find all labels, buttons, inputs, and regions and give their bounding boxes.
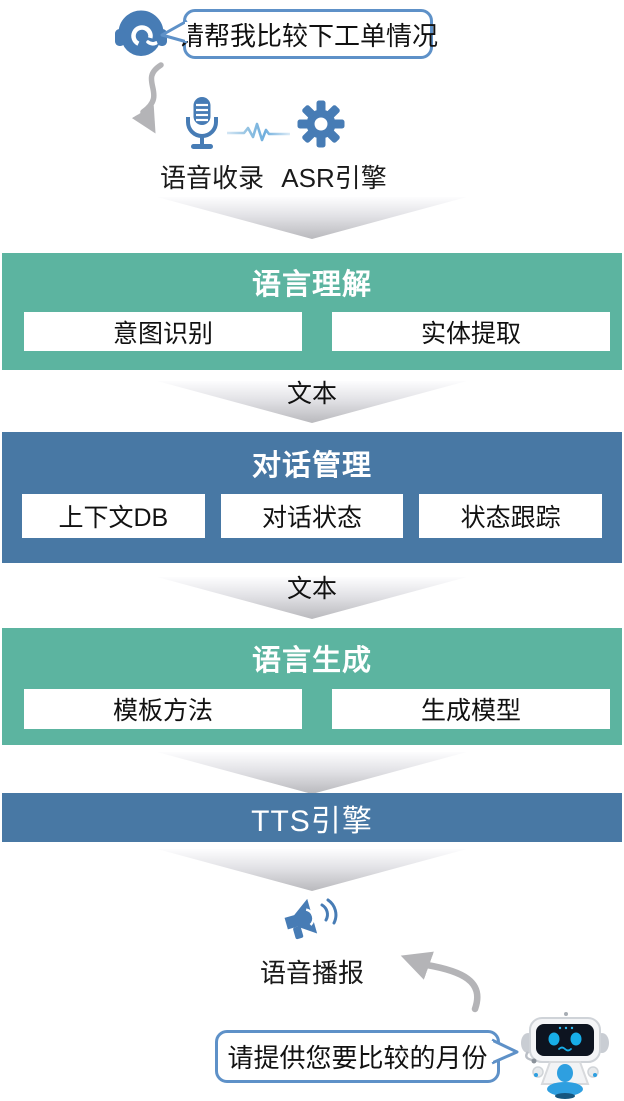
chevron-connector [157,381,467,423]
megaphone-icon [284,898,338,940]
operator-headset-icon [115,10,167,56]
item-state-tracking: 状态跟踪 [419,494,603,538]
bot-speech-bubble: 请提供您要比较的月份 [215,1030,500,1083]
robot-assistant-icon [521,1012,609,1099]
user-bubble-tail [160,19,188,44]
stage-title: 语言生成 [251,645,372,677]
stage-tts-engine: TTS引擎 [2,793,622,842]
connector-text-label: 文本 [286,380,337,408]
curved-down-arrow [131,62,164,134]
bot-speech-text: 请提供您要比较的月份 [227,1043,488,1073]
chevron-connector [157,752,467,794]
item-template-method: 模板方法 [24,689,302,729]
item-entity-extraction: 实体提取 [332,312,610,351]
stage-language-generation: 语言生成 模板方法 生成模型 [2,628,622,745]
stage-items-row: 上下文DB 对话状态 状态跟踪 [22,494,603,538]
microphone-icon [186,97,218,149]
item-context-db: 上下文DB [22,494,205,538]
chevron-connector [157,197,467,239]
stage-title: TTS引擎 [251,804,373,838]
stage-items-row: 模板方法 生成模型 [24,689,610,729]
audio-waveform-icon [227,122,290,142]
stage-language-understanding: 语言理解 意图识别 实体提取 [2,253,622,370]
chevron-connector [157,849,467,891]
gear-icon [297,100,345,148]
user-speech-bubble: 请帮我比较下工单情况 [178,9,438,59]
curved-up-arrow [400,951,481,1013]
item-dialogue-state: 对话状态 [220,494,404,538]
item-generation-model: 生成模型 [332,689,610,729]
voice-capture-label: 语音收录 [159,163,264,193]
chevron-connector [157,577,467,619]
asr-engine-label: ASR引擎 [281,163,387,193]
item-intent-recognition: 意图识别 [24,312,302,351]
stage-items-row: 意图识别 实体提取 [24,312,610,351]
stage-title: 对话管理 [251,450,372,482]
connector-text-label: 文本 [286,575,337,603]
stage-title: 语言理解 [251,269,372,301]
voice-broadcast-label: 语音播报 [259,958,364,988]
stage-dialogue-management: 对话管理 上下文DB 对话状态 状态跟踪 [2,432,622,563]
bot-bubble-tail [490,1038,519,1065]
user-speech-text: 请帮我比较下工单情况 [178,20,439,51]
